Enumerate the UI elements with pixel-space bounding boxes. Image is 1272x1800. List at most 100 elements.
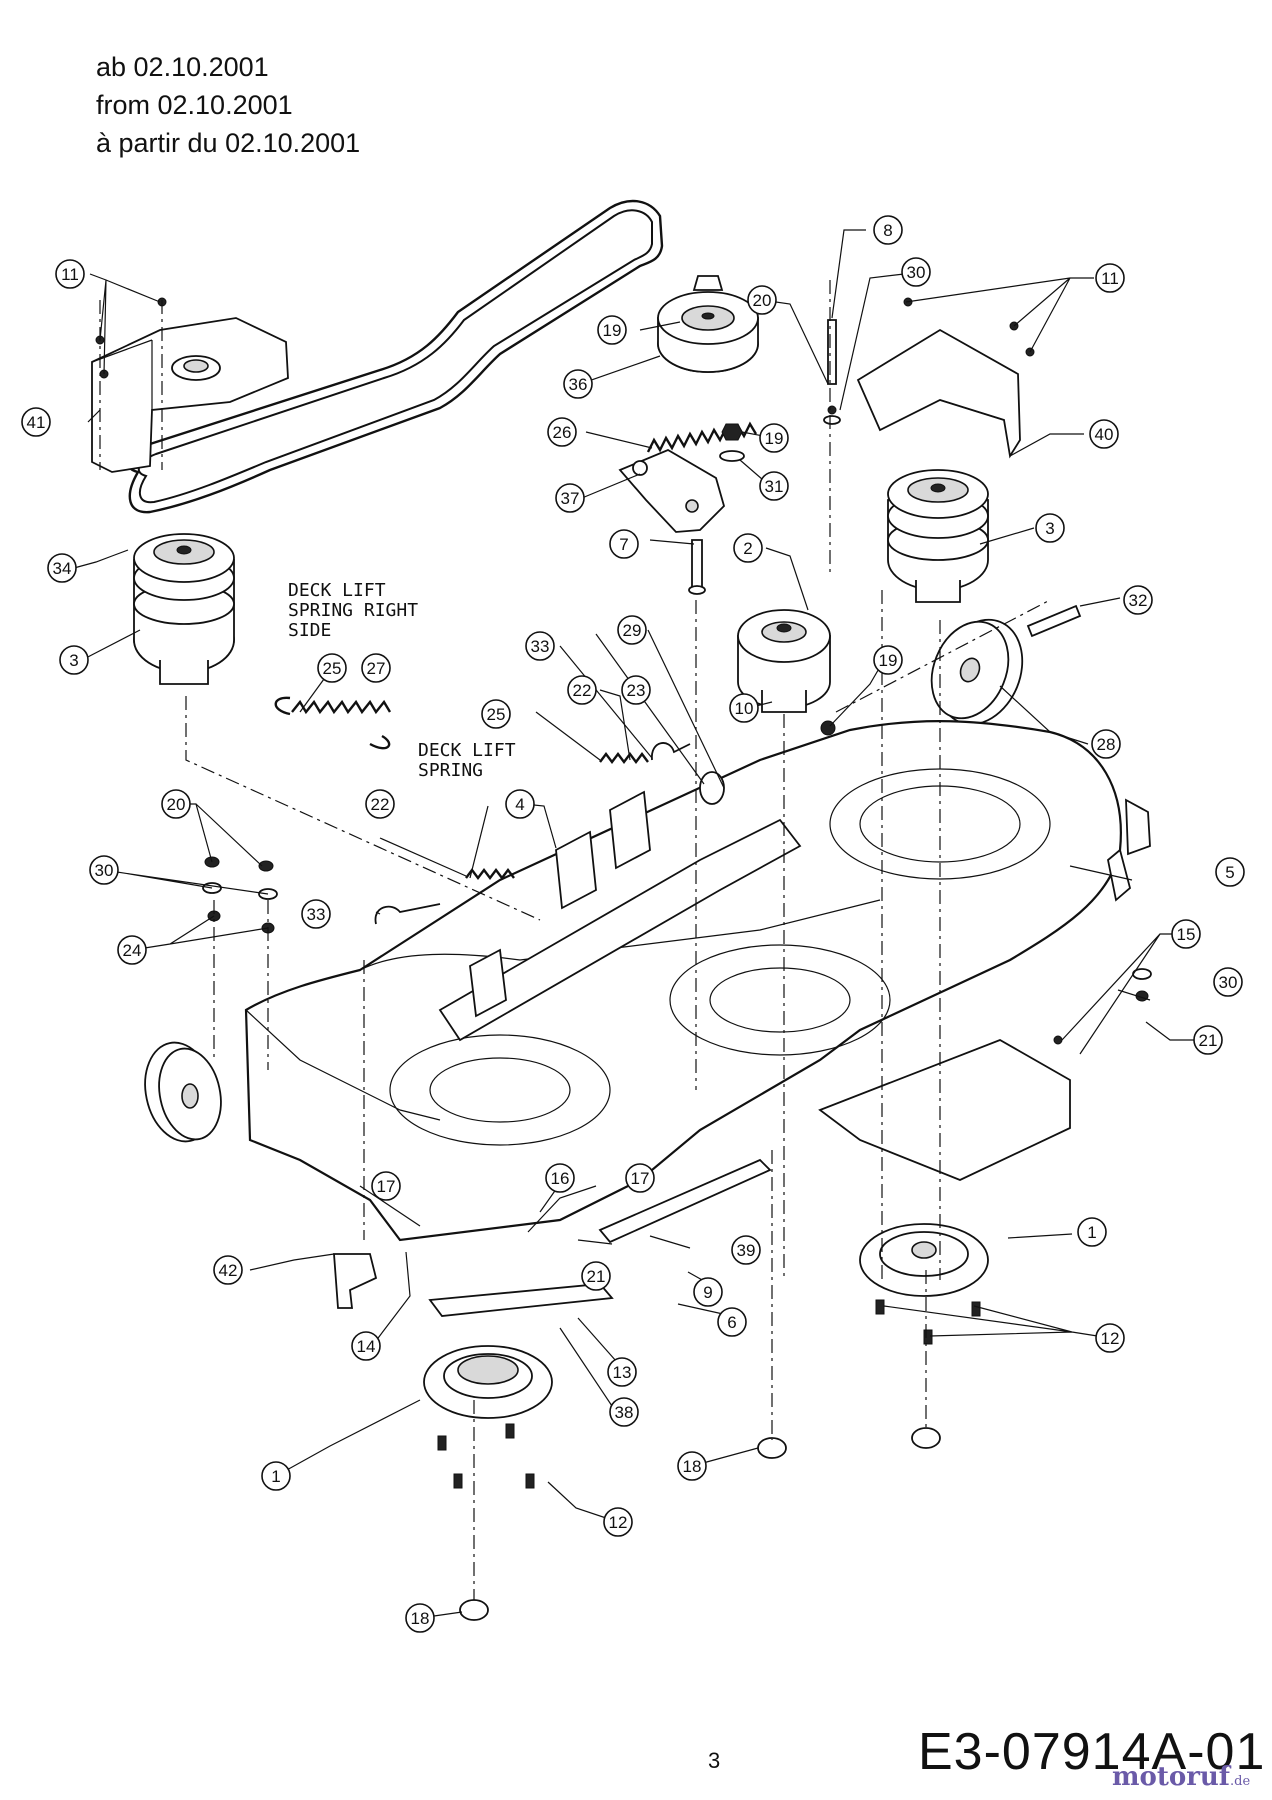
deck-lift-spring-line-1: DECK LIFT [418,740,516,761]
callout-circle [1213,967,1243,997]
callout-number: 22 [371,795,390,814]
callout-circle [733,533,763,563]
callout-circle [1193,1025,1223,1055]
callout-circle [759,471,789,501]
callout-4: 4 [505,789,535,819]
callout-circle [317,653,347,683]
callout-circle [693,1277,723,1307]
callout-number: 23 [627,681,646,700]
header-date-en: from 02.10.2001 [96,90,293,120]
watermark-tld: .de [1230,1774,1251,1789]
callout-circle [677,1451,707,1481]
deck-lift-spring-right-side-line-2: SPRING RIGHT [288,600,418,621]
belt-cover-left [91,297,289,473]
callout-number: 13 [613,1363,632,1382]
callout-16: 16 [545,1163,575,1193]
callout-12: 12 [1095,1323,1125,1353]
callout-30: 30 [901,257,931,287]
callout-number: 17 [631,1169,650,1188]
baffle-38 [428,1283,614,1317]
callout-circle [563,369,593,399]
callout-circle [1095,1323,1125,1353]
callout-number: 18 [411,1609,430,1628]
deck-lift-spring-right-side-line-1: DECK LIFT [288,580,386,601]
callout-number: 3 [1045,519,1054,538]
callout-number: 12 [1101,1329,1120,1348]
callout-circle [547,417,577,447]
header-date-fr: à partir du 02.10.2001 [96,128,361,158]
callout-11: 11 [55,259,85,289]
callout-number: 21 [587,1267,606,1286]
callout-34: 34 [47,553,77,583]
callout-number: 33 [307,905,326,924]
callout-number: 1 [271,1467,280,1486]
callout-17: 17 [625,1163,655,1193]
baffle-39 [598,1158,772,1244]
callout-circle [525,631,555,661]
idler-pulley [657,275,759,373]
spindle-assembly-right [887,469,989,603]
callout-10: 10 [729,693,759,723]
callout-18: 18 [405,1603,435,1633]
deck-hanger-bracket [438,790,802,1042]
callout-circle [609,529,639,559]
callout-number: 8 [883,221,892,240]
callout-circle [621,675,651,705]
callout-number: 16 [551,1169,570,1188]
callout-number: 18 [683,1457,702,1476]
callout-circle [609,1397,639,1427]
callout-22: 22 [567,675,597,705]
callout-33: 33 [525,631,555,661]
callout-18: 18 [677,1451,707,1481]
callout-circle [365,789,395,819]
callout-number: 20 [753,291,772,310]
callout-number: 40 [1095,425,1114,444]
clevis-pin-33-left [374,903,441,925]
callout-9: 9 [693,1277,723,1307]
callout-number: 21 [1199,1031,1218,1050]
callout-circle [405,1603,435,1633]
callout-29: 29 [617,615,647,645]
callout-circle [89,855,119,885]
callout-number: 30 [907,263,926,282]
axle-bolt-32 [1026,604,1082,638]
callout-25: 25 [317,653,347,683]
callout-number: 34 [53,559,72,578]
callout-circle [117,935,147,965]
callout-circle [161,789,191,819]
deck-lift-spring-27 [274,696,392,750]
callout-32: 32 [1123,585,1153,615]
callout-number: 42 [219,1261,238,1280]
deck-lift-spring-line-2: SPRING [418,760,483,781]
idler-arm [618,448,726,595]
callout-number: 24 [123,941,142,960]
callout-circle [747,285,777,315]
callout-circle [1123,585,1153,615]
callout-circle [1095,263,1125,293]
watermark-name: motoruf [1112,1762,1230,1792]
callout-number: 12 [609,1513,628,1532]
belt-cover-right [823,297,1035,459]
callout-number: 11 [61,265,79,284]
callout-number: 15 [1177,925,1196,944]
callout-42: 42 [213,1255,243,1285]
callout-25: 25 [481,699,511,729]
callout-circle [873,215,903,245]
callout-1: 1 [1077,1217,1107,1247]
callout-40: 40 [1089,419,1119,449]
clevis-pin-33-right [651,742,691,761]
callout-circle [505,789,535,819]
callout-circle [617,615,647,645]
callout-number: 3 [69,651,78,670]
callout-number: 19 [879,651,898,670]
spindle-assembly-center [737,609,831,713]
callout-number: 25 [487,705,506,724]
callout-circle [607,1357,637,1387]
callout-38: 38 [609,1397,639,1427]
spring-22-left [465,868,515,880]
callout-3: 3 [59,645,89,675]
callout-22: 22 [365,789,395,819]
blade-nut-18-right [911,1427,941,1449]
callout-19: 19 [759,423,789,453]
callout-20: 20 [161,789,191,819]
